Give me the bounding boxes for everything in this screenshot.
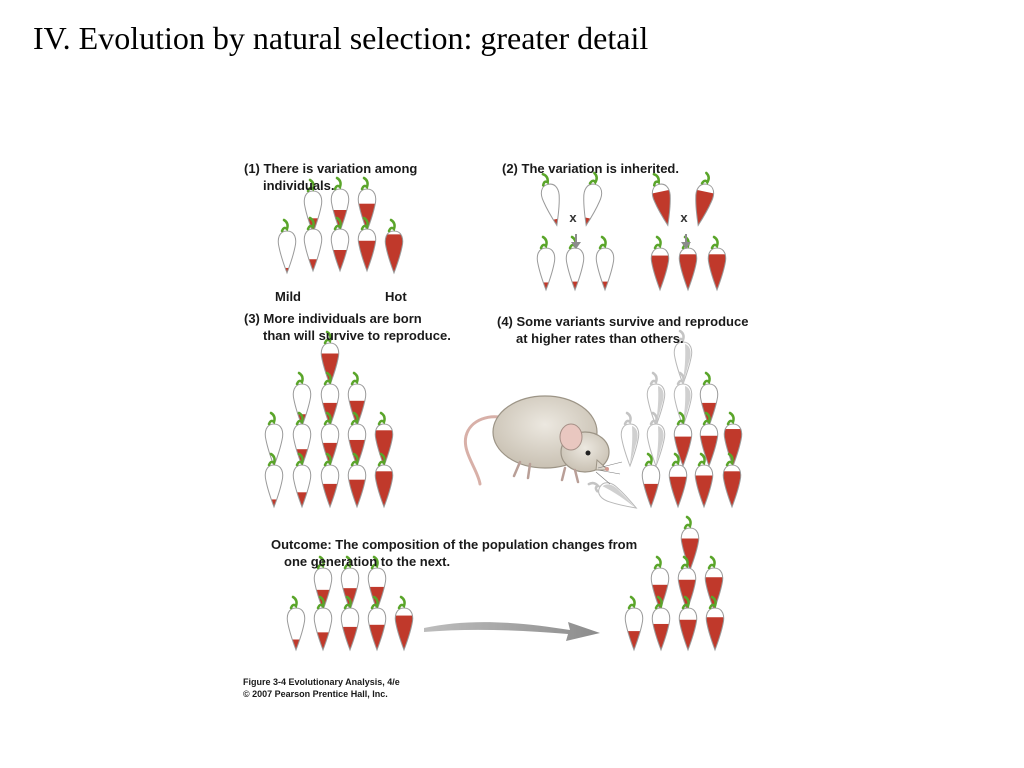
pepper-icon (650, 555, 670, 612)
pepper-icon (641, 452, 661, 509)
eaten-pepper-icon (646, 371, 666, 428)
eaten-pepper-icon (673, 371, 693, 428)
pepper-icon (357, 216, 377, 273)
step2-label: (2) The variation is inherited. (502, 160, 679, 177)
pepper-icon (689, 171, 716, 228)
cross-symbol-mild: x (569, 210, 577, 225)
pepper-icon (367, 595, 387, 652)
step1-line1: (1) There is variation among (244, 161, 418, 176)
outcome-label: Outcome: The composition of the populati… (271, 536, 637, 570)
eaten-pepper-icon (587, 481, 638, 509)
step2-line1: (2) The variation is inherited. (502, 161, 679, 176)
pepper-icon (650, 235, 670, 292)
pepper-icon (286, 595, 306, 652)
pepper-icon (694, 452, 714, 509)
pepper-icon (707, 235, 727, 292)
pepper-icon (673, 411, 693, 468)
pepper-icon (292, 452, 312, 509)
mouse-illustration (463, 395, 623, 486)
hot-label: Hot (385, 289, 407, 304)
pepper-icon (374, 452, 394, 509)
step3-line2: than will survive to reproduce. (263, 328, 451, 343)
figure-caption: Figure 3-4 Evolutionary Analysis, 4/e © … (243, 676, 400, 700)
pepper-icon (668, 452, 688, 509)
pepper-icon (264, 452, 284, 509)
pepper-icon (680, 515, 700, 572)
caption-line1: Figure 3-4 Evolutionary Analysis, 4/e (243, 677, 400, 687)
pepper-icon (651, 595, 671, 652)
step4-label: (4) Some variants survive and reproduce … (497, 313, 748, 347)
pepper-icon (705, 595, 725, 652)
pepper-icon (540, 172, 566, 228)
cross-symbol-hot: x (680, 210, 688, 225)
pepper-icon (577, 171, 603, 228)
pepper-icon (704, 555, 724, 612)
pepper-icon (340, 595, 360, 652)
pepper-icon (536, 235, 556, 292)
mild-label: Mild (275, 289, 301, 304)
pepper-icon (277, 218, 297, 275)
pepper-icon (384, 218, 404, 275)
pepper-icon (394, 595, 414, 652)
eaten-pepper-icon (646, 411, 666, 468)
pepper-icon (650, 172, 677, 228)
step1-label: (1) There is variation among individuals… (244, 160, 417, 194)
outcome-arrow-icon (424, 622, 600, 641)
eaten-pepper-icon (620, 411, 640, 468)
pepper-icon (595, 235, 615, 292)
pepper-icon (330, 216, 350, 273)
pepper-icon (313, 595, 333, 652)
pepper-icon (678, 595, 698, 652)
step4-line1: (4) Some variants survive and reproduce (497, 314, 749, 329)
pepper-icon (320, 452, 340, 509)
pepper-icon (722, 452, 742, 509)
step3-label: (3) More individuals are born than will … (244, 310, 451, 344)
pepper-icon (624, 595, 644, 652)
down-arrow-icon (571, 234, 581, 249)
step3-line1: (3) More individuals are born (244, 311, 422, 326)
pepper-icon (699, 411, 719, 468)
outcome-line2: one generation to the next. (284, 554, 451, 569)
step1-line2: individuals. (263, 178, 335, 193)
pepper-icon (677, 555, 697, 612)
down-arrow-icon (681, 234, 691, 249)
outcome-line1: Outcome: The composition of the populati… (271, 537, 638, 552)
slide-title: IV. Evolution by natural selection: grea… (33, 20, 649, 56)
pepper-icon (347, 452, 367, 509)
step4-line2: at higher rates than others. (516, 331, 684, 346)
pepper-icon (303, 216, 323, 273)
caption-line2: © 2007 Pearson Prentice Hall, Inc. (243, 689, 388, 699)
